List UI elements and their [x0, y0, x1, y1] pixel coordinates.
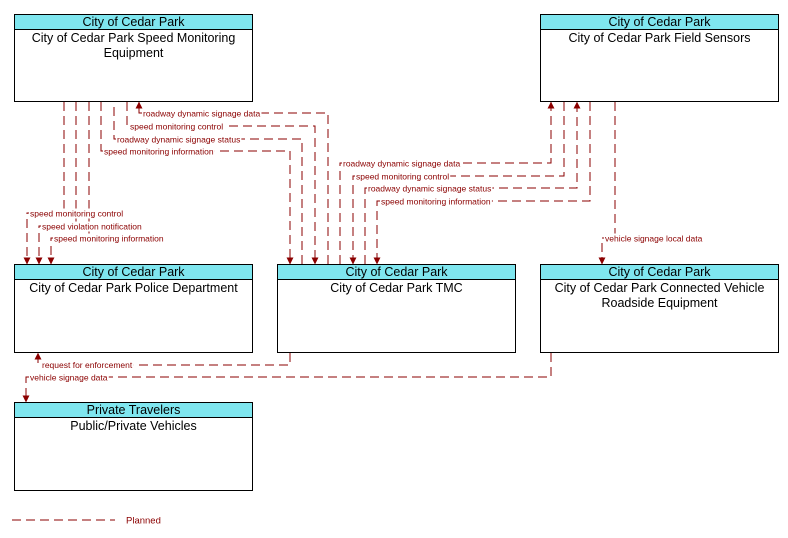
- flow-label-speq-tmc-signage-data: roadway dynamic signage data: [143, 109, 260, 119]
- node-speed-monitoring-equipment[interactable]: City of Cedar Park City of Cedar Park Sp…: [14, 14, 253, 102]
- flow-label-background: [103, 146, 215, 157]
- node-title: City of Cedar Park Field Sensors: [568, 31, 751, 45]
- node-police-department[interactable]: City of Cedar Park City of Cedar Park Po…: [14, 264, 253, 353]
- flow-label-background: [41, 221, 143, 232]
- flow-label-background: [367, 183, 493, 194]
- flow-label-speq-tmc-control: speed monitoring control: [130, 122, 223, 132]
- flow-label-speq-tmc-signage-status: roadway dynamic signage status: [117, 135, 240, 145]
- flow-label-background: [41, 360, 134, 370]
- node-header: City of Cedar Park: [278, 265, 515, 280]
- node-title: Public/Private Vehicles: [70, 419, 197, 433]
- node-header: City of Cedar Park: [541, 15, 778, 30]
- flow-label-fs-tmc-signage-data: roadway dynamic signage data: [343, 159, 460, 169]
- flow-label-fs-tmc-signage-status: roadway dynamic signage status: [368, 184, 491, 194]
- flow-label-fs-cv-local: vehicle signage local data: [605, 234, 703, 244]
- flow-line-cv-vehicles-signage: [22, 353, 552, 403]
- flow-label-speq-police-information: speed monitoring information: [54, 234, 164, 244]
- node-title: City of Cedar Park Connected Vehicle Roa…: [554, 281, 765, 310]
- node-header: City of Cedar Park: [15, 15, 252, 30]
- flow-label-background: [342, 158, 462, 169]
- node-title: City of Cedar Park Speed Monitoring Equi…: [31, 31, 236, 60]
- node-public-private-vehicles[interactable]: Private Travelers Public/Private Vehicle…: [14, 402, 253, 491]
- flow-line-fs-tmc-information: [373, 102, 591, 265]
- flow-label-fs-tmc-control: speed monitoring control: [356, 172, 449, 182]
- flow-label-speq-tmc-information: speed monitoring information: [104, 147, 214, 157]
- flow-label-background: [380, 196, 492, 207]
- flow-label-background: [116, 134, 242, 145]
- flow-label-background: [355, 171, 451, 182]
- node-title: City of Cedar Park Police Department: [29, 281, 238, 295]
- flow-label-background: [53, 233, 165, 244]
- node-header: City of Cedar Park: [15, 265, 252, 280]
- node-title: City of Cedar Park TMC: [330, 281, 463, 295]
- node-header: City of Cedar Park: [541, 265, 778, 280]
- flow-line-fs-tmc-signage-data: [339, 101, 555, 264]
- flow-line-fs-tmc-control: [349, 102, 565, 265]
- node-field-sensors[interactable]: City of Cedar Park City of Cedar Park Fi…: [540, 14, 779, 102]
- flow-label-speq-police-control: speed monitoring control: [30, 209, 123, 219]
- flow-label-background: [142, 108, 262, 119]
- flow-label-cv-vehicles-signage: vehicle signage data: [30, 373, 108, 383]
- flow-label-tmc-police-enforcement: request for enforcement: [42, 360, 133, 370]
- legend-planned-label: Planned: [126, 516, 161, 527]
- flow-label-background: [129, 121, 225, 132]
- node-cv-roadside-equipment[interactable]: City of Cedar Park City of Cedar Park Co…: [540, 264, 779, 353]
- flow-label-speq-police-violation: speed violation notification: [42, 222, 142, 232]
- flow-line-tmc-police-enforcement: [34, 352, 291, 366]
- node-header: Private Travelers: [15, 403, 252, 418]
- flow-label-background: [125, 515, 162, 527]
- flow-label-background: [29, 208, 125, 219]
- flow-label-background: [29, 372, 109, 383]
- flow-label-background: [604, 233, 704, 244]
- flow-label-fs-tmc-information: speed monitoring information: [381, 197, 491, 207]
- node-tmc[interactable]: City of Cedar Park City of Cedar Park TM…: [277, 264, 516, 353]
